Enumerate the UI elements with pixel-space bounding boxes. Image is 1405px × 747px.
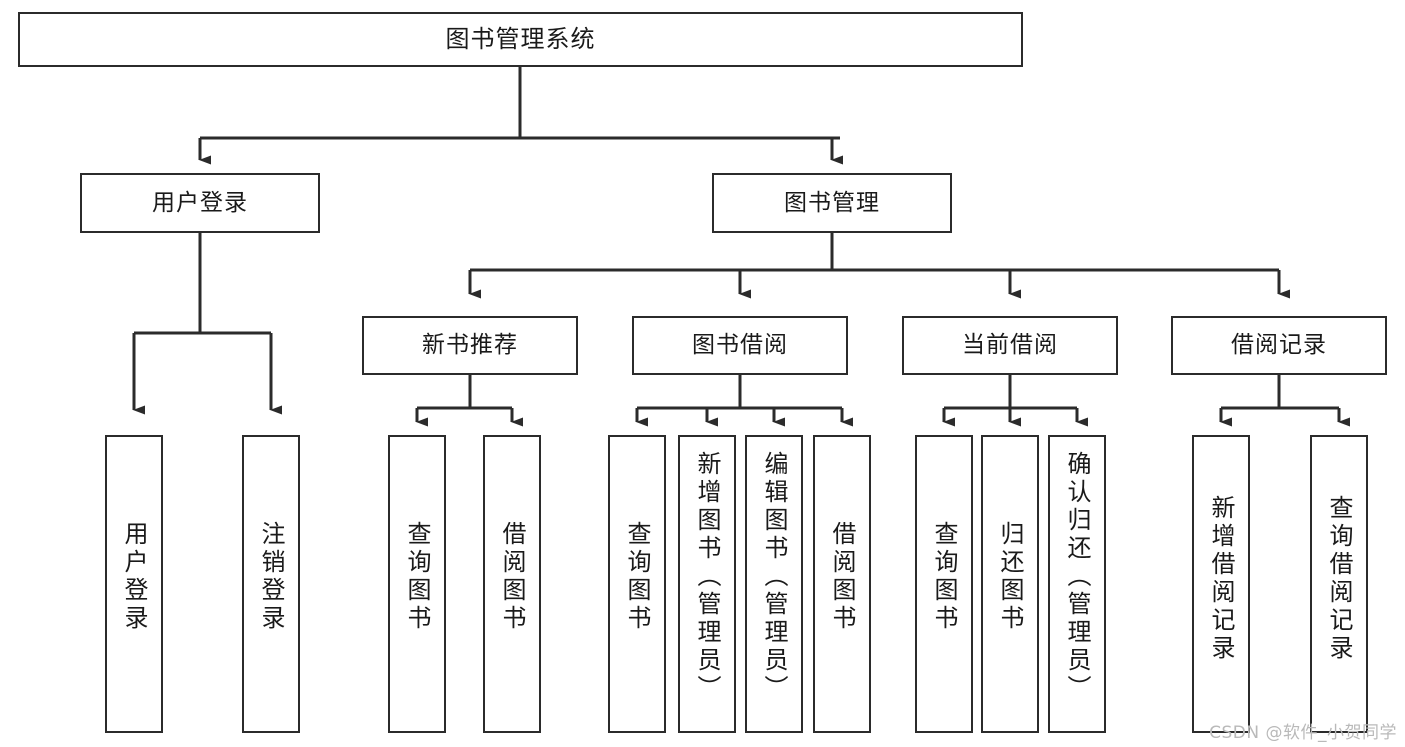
leaf-query-book-newbook[interactable]: 查询图书 — [388, 435, 446, 733]
leaf-query-book-newbook-label: 查询图书 — [403, 521, 431, 633]
node-book-borrow-label: 图书借阅 — [692, 332, 788, 359]
leaf-confirm-return-admin[interactable]: 确认归还（管理员） — [1048, 435, 1106, 733]
node-book-management[interactable]: 图书管理 — [712, 173, 952, 233]
leaf-add-book-admin[interactable]: 新增图书（管理员） — [678, 435, 736, 733]
leaf-return-book[interactable]: 归还图书 — [981, 435, 1039, 733]
node-root[interactable]: 图书管理系统 — [18, 12, 1023, 67]
node-current-borrow[interactable]: 当前借阅 — [902, 316, 1118, 375]
leaf-borrow-book-newbook[interactable]: 借阅图书 — [483, 435, 541, 733]
csdn-watermark: CSDN @软件_小贺同学 — [1209, 723, 1397, 743]
leaf-logout-label: 注销登录 — [257, 521, 285, 633]
node-new-book-recommend[interactable]: 新书推荐 — [362, 316, 578, 375]
node-current-borrow-label: 当前借阅 — [962, 332, 1058, 359]
leaf-query-borrow-record[interactable]: 查询借阅记录 — [1310, 435, 1368, 733]
leaf-logout[interactable]: 注销登录 — [242, 435, 300, 733]
leaf-borrow-book[interactable]: 借阅图书 — [813, 435, 871, 733]
node-user-login-label: 用户登录 — [152, 189, 248, 216]
node-book-borrow[interactable]: 图书借阅 — [632, 316, 848, 375]
leaf-query-book-borrow-label: 查询图书 — [623, 521, 651, 633]
leaf-borrow-book-label: 借阅图书 — [828, 521, 856, 633]
node-root-label: 图书管理系统 — [445, 24, 596, 53]
leaf-query-book-current[interactable]: 查询图书 — [915, 435, 973, 733]
leaf-add-borrow-record[interactable]: 新增借阅记录 — [1192, 435, 1250, 733]
leaf-user-login[interactable]: 用户登录 — [105, 435, 163, 733]
leaf-add-book-admin-label: 新增图书（管理员） — [693, 451, 721, 703]
node-book-management-label: 图书管理 — [784, 189, 880, 216]
node-borrow-records-label: 借阅记录 — [1231, 332, 1327, 359]
node-new-book-recommend-label: 新书推荐 — [422, 332, 518, 359]
leaf-edit-book-admin-label: 编辑图书（管理员） — [760, 451, 788, 703]
leaf-user-login-label: 用户登录 — [120, 521, 148, 633]
leaf-borrow-book-newbook-label: 借阅图书 — [498, 521, 526, 633]
node-user-login[interactable]: 用户登录 — [80, 173, 320, 233]
leaf-query-borrow-record-label: 查询借阅记录 — [1325, 495, 1353, 663]
leaf-add-borrow-record-label: 新增借阅记录 — [1207, 495, 1235, 663]
node-borrow-records[interactable]: 借阅记录 — [1171, 316, 1387, 375]
leaf-query-book-current-label: 查询图书 — [930, 521, 958, 633]
leaf-confirm-return-admin-label: 确认归还（管理员） — [1063, 451, 1091, 703]
leaf-return-book-label: 归还图书 — [996, 521, 1024, 633]
leaf-edit-book-admin[interactable]: 编辑图书（管理员） — [745, 435, 803, 733]
leaf-query-book-borrow[interactable]: 查询图书 — [608, 435, 666, 733]
